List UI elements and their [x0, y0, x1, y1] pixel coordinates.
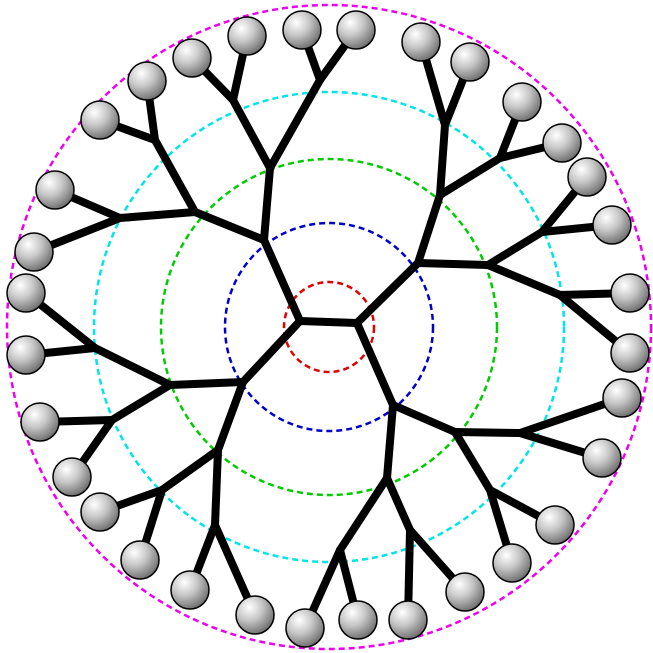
leaf-node	[80, 492, 120, 532]
ring-4	[92, 90, 566, 564]
tree-edge	[451, 428, 494, 494]
leaf-node	[450, 42, 490, 82]
leaf-node	[235, 595, 275, 635]
tree-edge	[484, 228, 546, 269]
tree-edge	[353, 259, 422, 327]
leaf-node	[502, 82, 542, 122]
tree-edge	[484, 261, 564, 299]
tree-edge	[229, 96, 274, 172]
tree-edge	[239, 317, 304, 386]
tree-edge	[353, 319, 397, 409]
tree-edge	[108, 381, 174, 424]
tree-edge	[389, 401, 459, 436]
tree-edge	[211, 446, 222, 529]
tree-edge	[151, 136, 199, 216]
leaf-node	[52, 457, 92, 497]
leaf-node	[567, 157, 607, 197]
ring-3	[159, 157, 499, 497]
tree-edge	[383, 401, 397, 482]
tree-edge	[158, 446, 222, 494]
leaf-node	[170, 570, 210, 610]
leaf-node	[388, 600, 428, 640]
leaf-node	[336, 10, 376, 50]
leaf-node	[492, 543, 532, 583]
tree-edge	[336, 474, 391, 554]
ring-5	[5, 3, 653, 651]
tree-edge	[191, 208, 268, 244]
tree-edge	[414, 191, 444, 267]
leaf-node	[602, 378, 642, 418]
tree-edge	[296, 317, 361, 327]
leaf-node	[535, 505, 575, 545]
tree-edge	[260, 236, 304, 325]
ring-2	[223, 221, 435, 433]
tree-edge	[214, 378, 247, 454]
tree-edge	[436, 154, 504, 199]
leaf-node	[610, 333, 650, 373]
tree-edge	[436, 121, 449, 199]
leaf-node	[120, 540, 160, 580]
leaf-node	[14, 232, 54, 272]
leaf-node	[227, 16, 267, 56]
leaf-node	[282, 10, 322, 50]
tree-edge	[383, 474, 414, 534]
leaf-node	[285, 608, 325, 648]
leaf-node	[445, 572, 485, 612]
leaf-node	[6, 335, 46, 375]
tree-edge	[266, 76, 324, 172]
ring-1	[282, 280, 376, 374]
leaf-node	[80, 100, 120, 140]
tree-edge	[260, 164, 274, 244]
leaf-node	[172, 38, 212, 78]
leaf-node	[582, 438, 622, 478]
leaf-node	[542, 123, 582, 163]
leaf-node	[401, 22, 441, 62]
leaf-node	[338, 600, 378, 640]
leaf-node	[127, 61, 167, 101]
tree-edge	[91, 344, 174, 389]
leaf-node	[35, 170, 75, 210]
tree-edge	[414, 259, 492, 269]
leaf-node	[20, 402, 60, 442]
leaf-node	[6, 273, 46, 313]
leaf-node	[610, 273, 650, 313]
tree-edges	[22, 26, 634, 632]
tree-edge	[451, 428, 524, 437]
concentric-rings	[5, 3, 653, 651]
tree-edge	[116, 208, 199, 222]
leaf-node	[592, 205, 632, 245]
leaf-nodes	[6, 10, 650, 648]
tree-edge	[166, 378, 247, 389]
